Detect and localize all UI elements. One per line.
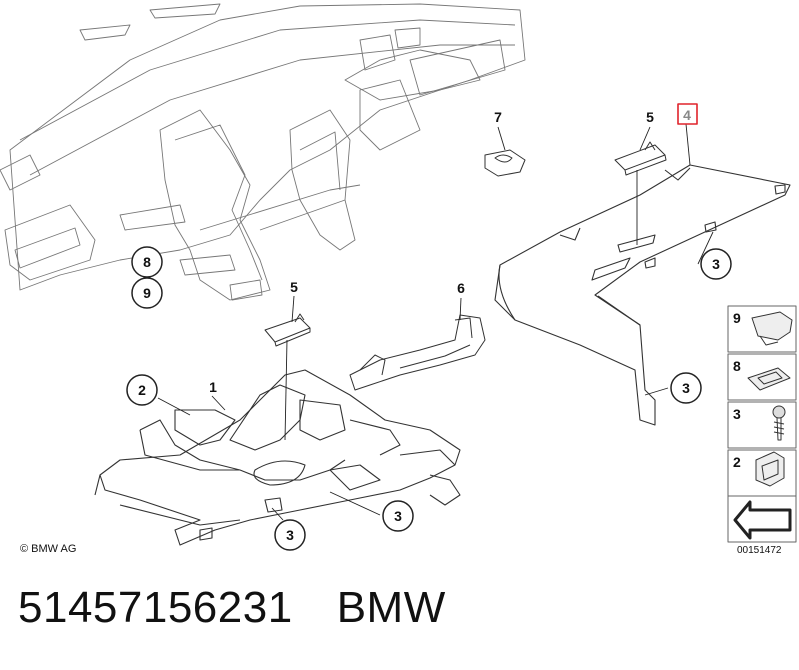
legend-boxes: [727, 305, 797, 543]
dashboard-background: [0, 3, 526, 301]
part-6-bracket: [349, 314, 486, 391]
part-4-panel: [494, 164, 791, 426]
legend-label-8: 8: [733, 358, 741, 374]
callout-2: 2: [138, 382, 146, 398]
legend-label-2: 2: [733, 454, 741, 470]
part-1-lower-trim-panel: [94, 369, 461, 546]
parts-diagram: 8 9 2 1 5 6 7 5 4 3 3 3 3 9 8 3 2 © BMW …: [0, 3, 797, 556]
part-5-clip-left: [264, 313, 311, 347]
callout-3-right-top: 3: [712, 256, 720, 272]
copyright: © BMW AG: [20, 543, 76, 555]
callout-4-highlight: [677, 103, 698, 125]
callout-5-right: 5: [646, 109, 654, 125]
callout-1: 1: [209, 379, 217, 395]
brand: BMW: [336, 583, 446, 632]
callout-8: 8: [143, 254, 151, 270]
callout-9: 9: [143, 285, 151, 301]
part-7-cap: [484, 149, 526, 177]
callout-3-bottom-right: 3: [394, 508, 402, 524]
legend-label-9: 9: [733, 310, 741, 326]
callout-3-bottom-left: 3: [286, 527, 294, 543]
legend-label-3: 3: [733, 406, 741, 422]
part-number: 51457156231: [18, 583, 293, 632]
caption: 51457156231 BMW: [18, 583, 490, 633]
part-5-clip-right: [614, 141, 667, 176]
leader-lines: [157, 123, 714, 521]
legend-icons: [733, 311, 793, 540]
callout-4: 4: [683, 107, 691, 123]
image-code: 00151472: [737, 545, 782, 556]
callout-7: 7: [494, 109, 502, 125]
callout-6: 6: [457, 280, 465, 296]
callout-5-left: 5: [290, 279, 298, 295]
callout-3-right-low: 3: [682, 380, 690, 396]
callouts: [126, 246, 732, 551]
